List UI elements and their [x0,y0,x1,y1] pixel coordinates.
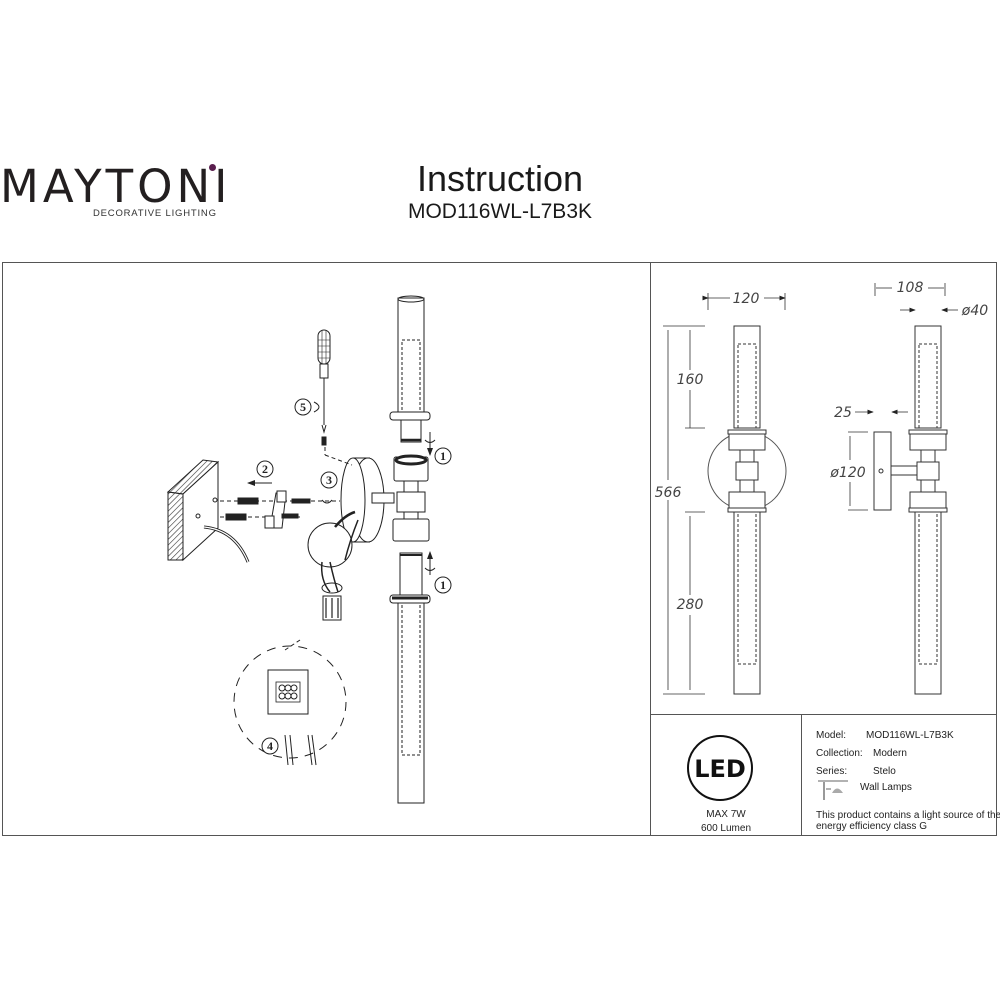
led-max-power: MAX 7W [706,809,746,820]
screwdriver-icon [317,329,331,446]
brand-tagline: DECORATIVE LIGHTING [93,208,217,219]
step-5-label: 5 [300,400,306,414]
lower-tube-icon [389,552,431,804]
frame-divider-vertical [650,262,651,836]
model-value: MOD116WL-L7B3K [866,730,954,741]
dim-front-width: 120 [733,291,760,307]
model-code: MOD116WL-L7B3K [407,200,593,223]
series-value: Stelo [873,766,896,777]
frame-divider-horizontal [650,714,997,715]
led-badge-icon: LED [687,735,753,801]
step-3-label: 3 [326,473,332,487]
document-title: Instruction [416,158,584,199]
dim-total-height: 566 [655,485,682,501]
step-2-label: 2 [262,462,268,476]
dim-base-depth: 25 [834,405,852,421]
wiring-icon [307,510,359,621]
led-lumen: 600 Lumen [700,823,752,834]
mounting-bracket-icon [220,490,340,529]
spec-divider [801,714,802,836]
brand-accent-dot [209,164,216,171]
side-view-drawing [873,325,948,695]
brand-name: MAYTONI [0,160,232,213]
step-3-marker [320,471,338,504]
led-label: LED [694,755,746,783]
energy-note-line2: energy efficiency class G [816,821,927,832]
wall-lamp-icon [818,780,848,800]
step-2-marker [247,460,274,486]
wall-plate-icon [324,440,395,543]
step-1-label: 1 [440,449,446,463]
dim-tube-diameter: ø40 [961,303,988,319]
step-4-label: 4 [267,739,273,753]
connector-body-icon [392,454,430,542]
upper-tube-icon [389,295,431,443]
category-label: Wall Lamps [860,782,912,793]
step-1-marker-upper [424,432,452,465]
collection-label: Collection: [816,748,863,759]
collection-value: Modern [873,748,907,759]
model-label: Model: [816,730,847,741]
wall-block-icon [166,459,250,563]
dim-base-diameter: ø120 [829,465,865,481]
brand-logo: MAYTONI DECORATIVE LIGHTING [0,160,232,219]
step-1-label: 1 [440,578,446,592]
series-label: Series: [816,766,848,777]
assembly-diagram [166,295,452,804]
dim-side-depth: 108 [897,280,924,296]
dim-lower-tube-height: 280 [677,597,704,613]
terminal-detail [233,639,347,766]
step-5-marker [294,398,320,416]
instruction-frame [2,262,997,836]
dim-upper-tube-height: 160 [677,372,704,388]
front-view-drawing [707,325,787,695]
dimension-lines [663,283,958,695]
step-1-marker-lower [424,551,452,594]
energy-note-line1: This product contains a light source of … [816,810,1000,821]
